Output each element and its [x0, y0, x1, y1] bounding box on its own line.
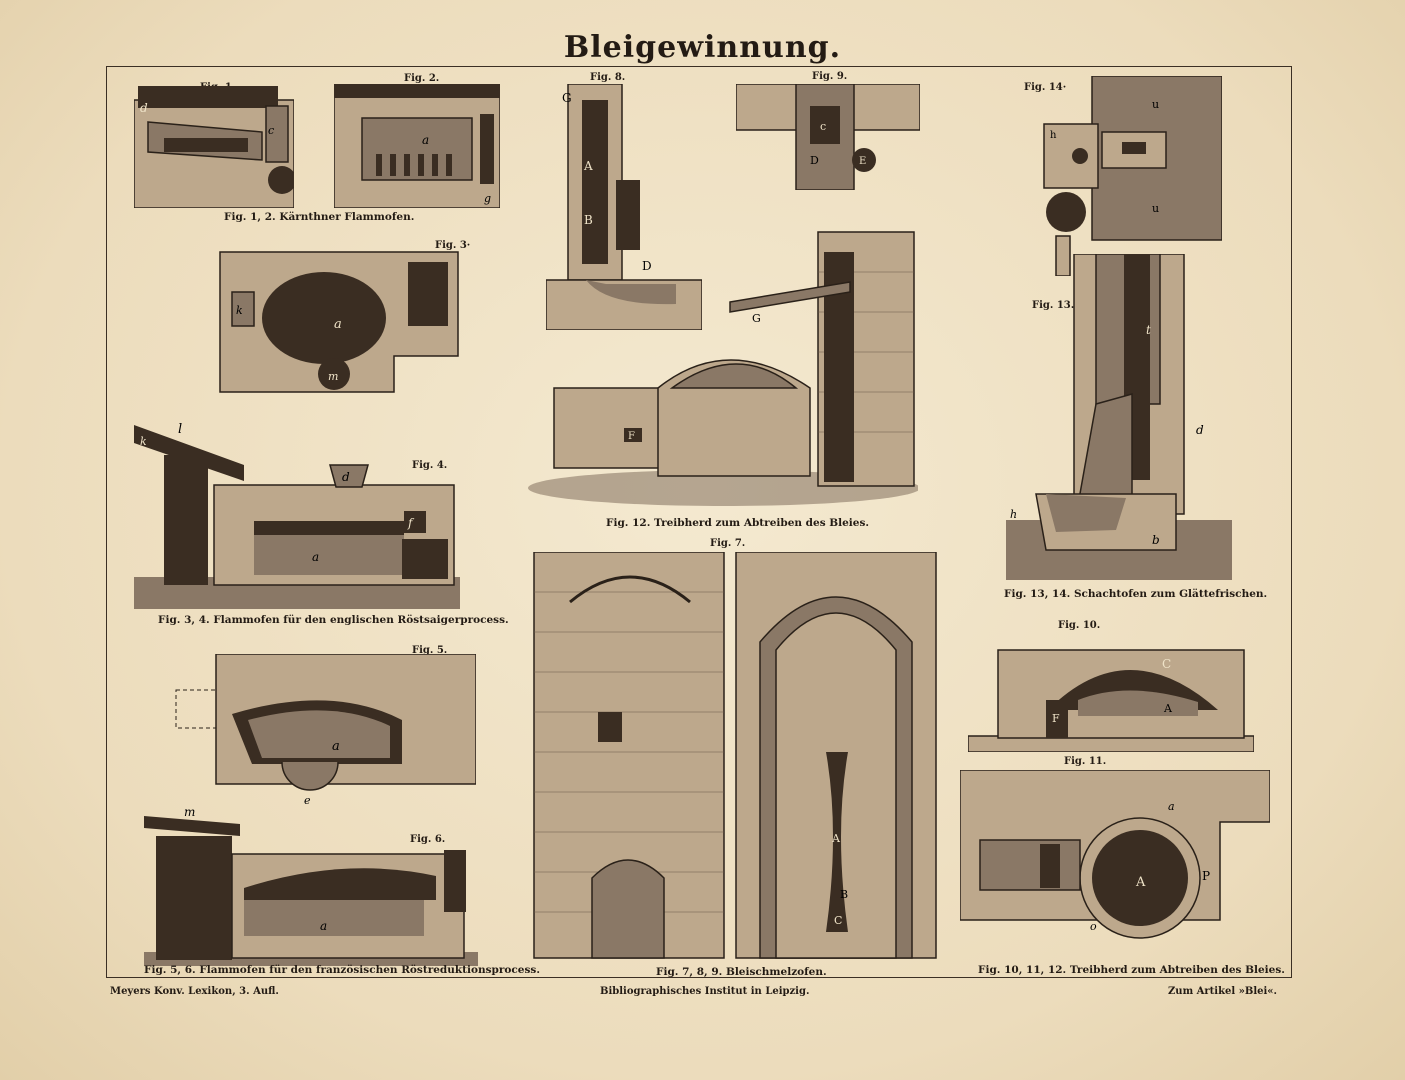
fig7-letter-B: B [840, 888, 848, 901]
fig3-letter-m: m [328, 370, 338, 383]
fig12-letter-F: F [628, 431, 635, 442]
fig14-letter-u-top: u [1152, 98, 1159, 111]
fig6-letter-a: a [320, 919, 327, 933]
fig9-letter-D: D [810, 154, 819, 167]
fig11-letter-P: P [1202, 869, 1210, 883]
fig13-illustration: t d b h [1006, 254, 1232, 580]
fig2-letter-a: a [422, 133, 429, 147]
fig5-letter-a: a [332, 739, 340, 754]
fig4-illustration: l k d a f [134, 415, 460, 609]
fig4-label: Fig. 4. [412, 460, 448, 471]
page-title: Bleigewinnung. [563, 30, 842, 65]
fig5-letter-e: e [304, 794, 311, 807]
fig3-letter-k: k [236, 304, 243, 317]
fig8-illustration: G A B D [546, 84, 702, 330]
fig5-illustration: a e [172, 654, 476, 826]
fig3-label: Fig. 3· [435, 240, 471, 251]
fig10-label: Fig. 10. [1058, 620, 1101, 631]
fig11-letter-a: a [1168, 800, 1175, 813]
fig10-letter-A: A [1163, 702, 1173, 715]
fig6-label: Fig. 6. [410, 834, 446, 845]
fig11-letter-o: o [1090, 920, 1097, 933]
fig7-letter-C: C [834, 914, 842, 927]
fig11-label: Fig. 11. [1064, 756, 1107, 767]
fig7-illustration: A B C [530, 552, 940, 962]
fig10-letter-F: F [1052, 712, 1060, 725]
fig10-illustration: C A F [968, 640, 1254, 752]
fig2-letter-g: g [484, 192, 491, 205]
fig7-label: Fig. 7. [710, 538, 746, 549]
fig13-letter-h: h [1010, 508, 1017, 521]
fig1-illustration: d c [134, 82, 294, 208]
fig8-label: Fig. 8. [590, 72, 626, 83]
fig5-label: Fig. 5. [412, 645, 448, 656]
fig13-14-caption: Fig. 13, 14. Schachtofen zum Glättefrisc… [1004, 588, 1268, 600]
fig10-11-12-caption: Fig. 10, 11, 12. Treibherd zum Abtreiben… [978, 964, 1285, 976]
fig14-illustration: u u h [1042, 76, 1222, 276]
fig2-illustration: a g [334, 84, 500, 208]
fig14-letter-u-bottom: u [1152, 202, 1159, 215]
fig9-letter-E: E [859, 156, 866, 167]
fig4-letter-l: l [178, 422, 182, 437]
fig13-letter-b: b [1152, 533, 1160, 547]
plate-frame [106, 66, 1292, 978]
footer-publication: Meyers Konv. Lexikon, 3. Aufl. [110, 986, 279, 997]
fig7-8-9-caption: Fig. 7, 8, 9. Bleischmelzofen. [656, 966, 827, 978]
fig4-letter-k: k [140, 435, 147, 448]
fig4-letter-d: d [342, 470, 350, 484]
fig9-label: Fig. 9. [812, 71, 848, 82]
fig8-letter-G: G [562, 91, 572, 105]
fig13-letter-d: d [1196, 423, 1204, 437]
fig3-letter-a: a [334, 317, 342, 332]
fig5-6-caption: Fig. 5, 6. Flammofen für den französisch… [144, 964, 540, 976]
fig4-letter-a: a [312, 550, 319, 564]
fig2-label: Fig. 2. [404, 73, 440, 84]
footer-publisher: Bibliographisches Institut in Leipzig. [600, 986, 810, 997]
fig9-letter-c: c [820, 120, 826, 133]
footer-article-ref: Zum Artikel »Blei«. [1168, 986, 1278, 997]
fig11-illustration: A P a o [960, 770, 1270, 942]
fig3-illustration: a k m [214, 246, 464, 396]
fig10-letter-C: C [1162, 657, 1171, 671]
fig4-letter-f: f [407, 516, 415, 530]
fig9-illustration: c D E [736, 84, 920, 190]
fig11-letter-A: A [1135, 875, 1146, 890]
fig3-4-caption: Fig. 3, 4. Flammofen für den englischen … [158, 614, 509, 626]
fig1-letter-d: d [140, 101, 148, 115]
fig1-2-caption: Fig. 1, 2. Kärnthner Flammofen. [224, 211, 415, 223]
fig12-illustration: F G [524, 212, 918, 508]
fig7-letter-A: A [831, 832, 841, 845]
fig1-letter-c: c [268, 124, 274, 137]
fig8-letter-A: A [583, 159, 593, 173]
fig6-letter-m: m [184, 806, 195, 819]
fig12-letter-G: G [752, 312, 761, 325]
fig13-letter-d-inner: t [1146, 323, 1151, 337]
fig14-letter-h: h [1050, 130, 1057, 141]
fig8-letter-B: B [584, 213, 593, 227]
fig14-label: Fig. 14· [1024, 82, 1067, 93]
fig6-illustration: m a [144, 806, 478, 966]
fig8-letter-D: D [642, 259, 652, 273]
fig13-label: Fig. 13. [1032, 300, 1075, 311]
fig12-caption: Fig. 12. Treibherd zum Abtreiben des Ble… [606, 517, 870, 529]
